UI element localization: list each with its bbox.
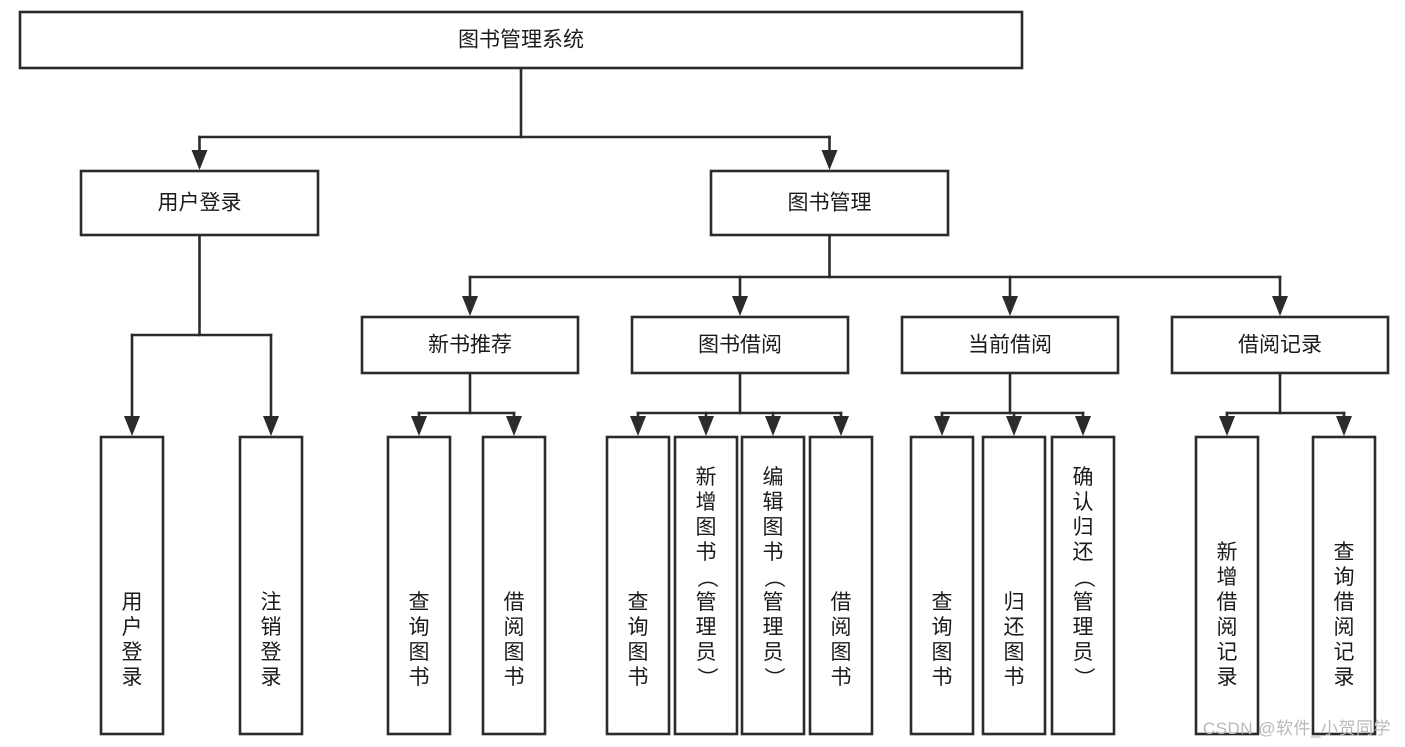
leaf-node-leaf-borrow-book-1[interactable] xyxy=(481,435,547,736)
arrowhead-book-borrow xyxy=(732,296,748,316)
leaf-node-leaf-return-book[interactable] xyxy=(981,435,1047,736)
level3-node-borrow-record[interactable] xyxy=(1170,315,1390,375)
arrowhead-borrow-record xyxy=(1272,296,1288,316)
arrowhead-leaf-borrow-book-1 xyxy=(506,416,522,436)
leaf-node-leaf-add-book[interactable] xyxy=(673,435,739,736)
leaf-node-leaf-confirm-return[interactable] xyxy=(1050,435,1116,736)
level2-node-book-manage[interactable] xyxy=(709,169,950,237)
node-boxes xyxy=(18,10,1390,736)
level3-node-book-borrow[interactable] xyxy=(630,315,850,375)
connector-lines xyxy=(124,66,1352,436)
arrowhead-leaf-edit-book xyxy=(765,416,781,436)
leaf-node-leaf-query-book-3[interactable] xyxy=(909,435,975,736)
arrowhead-leaf-query-book-3 xyxy=(934,416,950,436)
leaf-node-leaf-edit-book[interactable] xyxy=(740,435,806,736)
arrowhead-leaf-add-book xyxy=(698,416,714,436)
arrowhead-current-borrow xyxy=(1002,296,1018,316)
level2-node-label-book-manage: 图书管理 xyxy=(788,192,872,215)
level3-node-label-current-borrow: 当前借阅 xyxy=(968,334,1052,357)
arrowhead-leaf-return-book xyxy=(1006,416,1022,436)
leaf-node-leaf-add-record[interactable] xyxy=(1194,435,1260,736)
level2-node-user-login[interactable] xyxy=(79,169,320,237)
arrowhead-leaf-add-record xyxy=(1219,416,1235,436)
root-node-label-undefined: 图书管理系统 xyxy=(458,29,584,52)
leaf-node-leaf-query-book-2[interactable] xyxy=(605,435,671,736)
arrowhead-leaf-query-book-1 xyxy=(411,416,427,436)
level2-node-label-user-login: 用户登录 xyxy=(158,192,242,215)
level3-node-label-new-book-rec: 新书推荐 xyxy=(428,334,512,357)
root-node-undefined[interactable] xyxy=(18,10,1024,70)
arrowhead-leaf-user-login xyxy=(124,416,140,436)
arrowhead-user-login xyxy=(191,150,208,170)
level3-node-new-book-rec[interactable] xyxy=(360,315,580,375)
arrowhead-leaf-borrow-book-2 xyxy=(833,416,849,436)
watermark-text: CSDN @软件_小贺同学 xyxy=(1202,719,1391,738)
level3-node-label-borrow-record: 借阅记录 xyxy=(1238,334,1322,357)
arrowhead-book-manage xyxy=(821,150,838,170)
arrowhead-new-book-rec xyxy=(462,296,478,316)
arrowhead-leaf-confirm-return xyxy=(1075,416,1091,436)
level3-node-label-book-borrow: 图书借阅 xyxy=(698,334,782,357)
leaf-node-leaf-logout[interactable] xyxy=(238,435,304,736)
arrowhead-leaf-query-book-2 xyxy=(630,416,646,436)
leaf-node-leaf-borrow-book-2[interactable] xyxy=(808,435,874,736)
arrowhead-leaf-query-record xyxy=(1336,416,1352,436)
leaf-node-leaf-query-record[interactable] xyxy=(1311,435,1377,736)
leaf-node-leaf-user-login[interactable] xyxy=(99,435,165,736)
leaf-node-leaf-query-book-1[interactable] xyxy=(386,435,452,736)
level3-node-current-borrow[interactable] xyxy=(900,315,1120,375)
arrowhead-leaf-logout xyxy=(263,416,279,436)
